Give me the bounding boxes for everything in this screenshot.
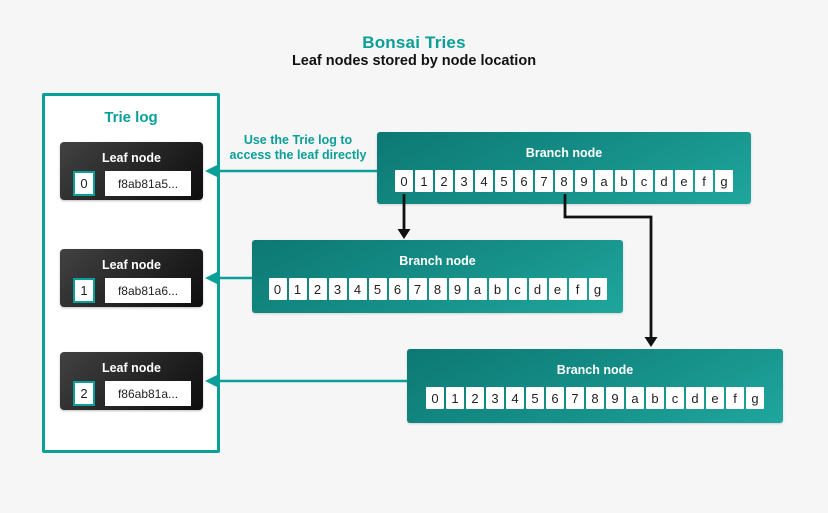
branch-cell: 7 [535, 170, 553, 192]
branch-cell: 1 [415, 170, 433, 192]
leaf-hash-box: f8ab81a6... [105, 278, 191, 303]
branch-node-label: Branch node [399, 254, 476, 268]
branch-cell: 3 [328, 278, 347, 300]
branch-cell: 2 [435, 170, 453, 192]
branch-node-label: Branch node [525, 146, 603, 160]
branch-cell: e [675, 170, 693, 192]
branch-cell: b [646, 387, 664, 409]
branch-cell: d [686, 387, 704, 409]
branch-cell: 5 [526, 387, 544, 409]
branch-cell: e [706, 387, 724, 409]
branch-cell: d [528, 278, 547, 300]
branch-cell: 0 [268, 278, 287, 300]
branch-cell: 4 [506, 387, 524, 409]
leaf-index-box: 0 [73, 171, 95, 196]
branch-cell: a [595, 170, 613, 192]
branch-cell: 6 [546, 387, 564, 409]
branch-cell: 9 [606, 387, 624, 409]
leaf-index-box: 2 [73, 381, 95, 406]
branch-cell: c [508, 278, 527, 300]
teal-arrow-root-to-leaf0 [205, 164, 377, 178]
leaf-node-card-2: Leaf node 2 f86ab81a... [60, 352, 203, 410]
branch-cell: c [635, 170, 653, 192]
leaf-node-label: Leaf node [101, 258, 162, 272]
diagram-title: Bonsai Tries [362, 33, 466, 52]
branch-cell: f [695, 170, 713, 192]
branch-cell: 0 [426, 387, 444, 409]
branch-cell: 2 [466, 387, 484, 409]
trie-log-annotation: Use the Trie log to access the leaf dire… [229, 133, 367, 162]
branch-cell: d [655, 170, 673, 192]
leaf-node-row: 2 f86ab81a... [73, 381, 203, 406]
leaf-hash-box: f86ab81a... [105, 381, 191, 406]
branch-cell: 4 [475, 170, 493, 192]
branch-cell: 8 [586, 387, 604, 409]
branch-cell: f [726, 387, 744, 409]
branch-cell: b [615, 170, 633, 192]
leaf-node-card-0: Leaf node 0 f8ab81a5... [60, 142, 203, 200]
leaf-node-label: Leaf node [101, 361, 162, 375]
trie-log-title: Trie log [104, 109, 158, 126]
leaf-index-box: 1 [73, 278, 95, 303]
branch-cell: g [715, 170, 733, 192]
branch-cell: 2 [308, 278, 327, 300]
branch-node-label: Branch node [556, 363, 634, 377]
leaf-node-row: 0 f8ab81a5... [73, 171, 203, 196]
branch-cell: 8 [555, 170, 573, 192]
branch-cell: c [666, 387, 684, 409]
branch-cell: 8 [428, 278, 447, 300]
trie-log-panel: Trie log Leaf node 0 f8ab81a5... Leaf no… [42, 93, 220, 453]
branch-cell: g [588, 278, 607, 300]
branch-cell: 0 [395, 170, 413, 192]
branch-cell: 6 [515, 170, 533, 192]
branch-cell: a [626, 387, 644, 409]
branch-cell: e [548, 278, 567, 300]
leaf-node-label: Leaf node [101, 151, 162, 165]
branch-cell: 3 [486, 387, 504, 409]
branch-cell: 9 [575, 170, 593, 192]
branch-cell: b [488, 278, 507, 300]
teal-arrow-branch2-to-leaf2 [205, 374, 407, 388]
branch-cell: 4 [348, 278, 367, 300]
branch-cell: 9 [448, 278, 467, 300]
branch-cell: 1 [288, 278, 307, 300]
diagram-subtitle: Leaf nodes stored by node location [291, 53, 537, 69]
leaf-node-row: 1 f8ab81a6... [73, 278, 203, 303]
branch-cell: f [568, 278, 587, 300]
branch-cell: 5 [495, 170, 513, 192]
branch-cell: 5 [368, 278, 387, 300]
branch-cell: 3 [455, 170, 473, 192]
leaf-hash-box: f8ab81a5... [105, 171, 191, 196]
branch-cell: g [746, 387, 764, 409]
branch-cell: 7 [566, 387, 584, 409]
branch-cell: a [468, 278, 487, 300]
branch-cell: 1 [446, 387, 464, 409]
branch-cell: 7 [408, 278, 427, 300]
leaf-node-card-1: Leaf node 1 f8ab81a6... [60, 249, 203, 307]
branch-cell: 6 [388, 278, 407, 300]
